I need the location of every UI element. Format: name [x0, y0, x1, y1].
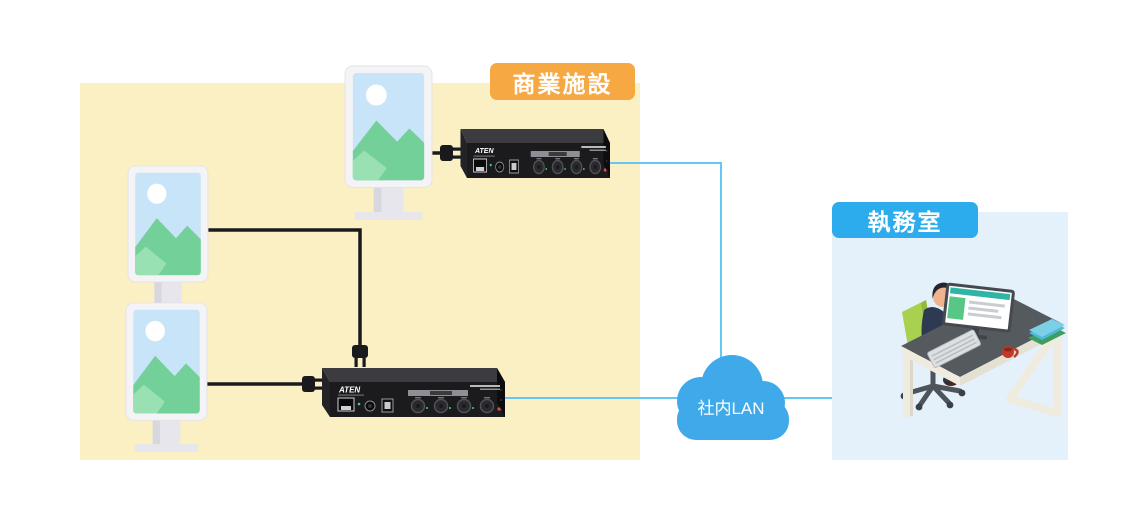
lan-lines — [505, 162, 832, 399]
plug-icon-bottom — [302, 376, 323, 392]
desk-left-leg — [903, 350, 910, 418]
monitor-icon — [942, 282, 1015, 340]
cloud-label: 社内LAN — [697, 399, 764, 418]
books-icon — [1028, 319, 1066, 345]
facility-label: 商業施設 — [490, 63, 635, 100]
desk-right-leg — [1006, 327, 1061, 417]
chair-wheels — [900, 389, 966, 411]
cable-mid-display — [206, 228, 362, 347]
device-brand-text-top: ATEN — [474, 148, 494, 155]
lan-line-top-device-to-cloud — [610, 162, 722, 362]
office-chair-base — [902, 357, 963, 408]
power-plug-icons — [302, 145, 461, 392]
device-brand-text-bottom: ATEN — [338, 386, 360, 395]
desk-left-leg-shade — [910, 350, 913, 416]
plug-icon-mid — [352, 345, 368, 367]
signage-display-top-icon — [345, 66, 432, 220]
mug-icon — [1002, 346, 1019, 358]
keyboard-icon — [927, 329, 981, 368]
office-label: 執務室 — [832, 202, 978, 238]
cloud-icon: 社内LAN — [677, 355, 789, 440]
plug-icon-top — [440, 145, 461, 161]
signage-display-middle-icon — [128, 166, 208, 313]
signage-display-bottom-icon — [126, 303, 207, 452]
person-at-desk-illustration — [900, 282, 1066, 418]
